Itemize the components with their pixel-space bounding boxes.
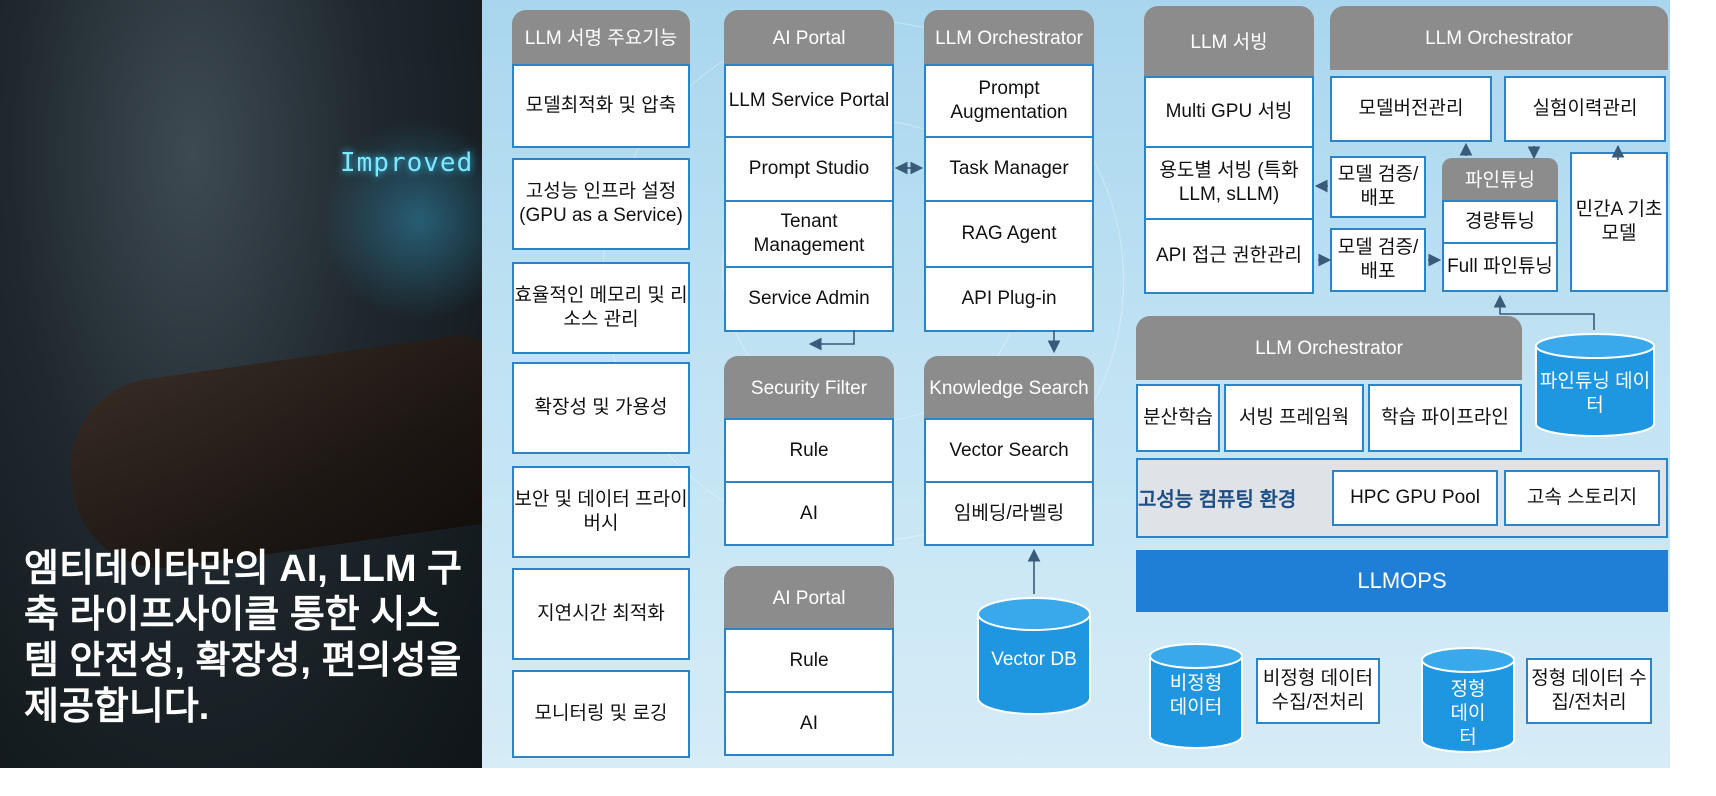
col1-item: 고성능 인프라 설정 (GPU as a Service)	[512, 158, 690, 250]
distributed-training: 분산학습	[1136, 384, 1220, 452]
cylinder-shape	[1535, 333, 1655, 437]
col1-item: 효율적인 메모리 및 리소스 관리	[512, 262, 690, 354]
model-version-mgmt: 모델버전관리	[1330, 76, 1492, 142]
col2-item: LLM Service Portal	[724, 64, 894, 138]
ai-portal2-ai: AI	[724, 691, 894, 756]
connector-arrows	[808, 142, 1625, 594]
cylinder-shape	[1149, 643, 1243, 749]
finetune-data-cylinder: 파인튜닝 데이터	[1534, 332, 1656, 438]
col3-item: RAG Agent	[924, 200, 1094, 268]
headline: 엠티데이타만의 AI, LLM 구축 라이프사이클 통한 시스템 안전성, 확장…	[24, 548, 462, 728]
finetune-data-label: 파인튜닝 데이터	[1539, 371, 1651, 416]
col1-item: 모니터링 및 로깅	[512, 670, 690, 758]
training-pipeline: 학습 파이프라인	[1368, 384, 1522, 452]
hpc-title: 고성능 컴퓨팅 환경	[1138, 488, 1297, 511]
structured-data-cylinder: 정형 데이터	[1420, 646, 1516, 754]
cylinder-shape	[1421, 647, 1515, 753]
col3-header: LLM Orchestrator	[924, 10, 1094, 66]
cylinder-shape	[977, 597, 1091, 715]
finetune-header: 파인튜닝	[1442, 158, 1558, 202]
col1-header: LLM 서명 주요기능	[512, 10, 690, 66]
orchestrator-mid-header: LLM Orchestrator	[1136, 316, 1522, 380]
light-tuning-box: 경량튜닝	[1442, 200, 1558, 244]
hero-photo: Improved accuracy 엠티데이타만의 AI, LLM 구축 라이프…	[0, 0, 482, 768]
photo-code-text: Improved accuracy	[340, 148, 482, 178]
unstructured-data-label: 비정형 데이터	[1169, 673, 1223, 718]
serving-header: LLM 서빙	[1144, 6, 1314, 78]
llmops-bar: LLMOPS	[1136, 550, 1668, 612]
photo-arm-shape	[58, 330, 482, 580]
structured-data-label: 정형 데이터	[1450, 679, 1486, 748]
full-tuning-box: Full 파인튜닝	[1442, 242, 1558, 292]
hpc-gpu-pool: HPC GPU Pool	[1332, 470, 1498, 526]
col2-header: AI Portal	[724, 10, 894, 66]
serving-framework: 서빙 프레임웍	[1224, 384, 1364, 452]
col3-item: Task Manager	[924, 136, 1094, 202]
security-filter-header: Security Filter	[724, 356, 894, 420]
col1-item: 지연시간 최적화	[512, 568, 690, 660]
embedding-labeling-box: 임베딩/라벨링	[924, 481, 1094, 546]
arrow-data-fulltuning	[1493, 294, 1595, 330]
col1-item: 모델최적화 및 압축	[512, 64, 690, 148]
multi-gpu-serving: Multi GPU 서빙	[1144, 76, 1314, 148]
col2-item: Prompt Studio	[724, 136, 894, 202]
col2-item: Service Admin	[724, 266, 894, 332]
unstructured-data-cylinder: 비정형 데이터	[1148, 642, 1244, 750]
api-access-mgmt: API 접근 권한관리	[1144, 218, 1314, 294]
col1-item: 보안 및 데이터 프라이버시	[512, 466, 690, 558]
ai-portal2-header: AI Portal	[724, 566, 894, 630]
photo-glow	[320, 120, 482, 320]
experiment-history-mgmt: 실험이력관리	[1504, 76, 1666, 142]
vector-db-cylinder: Vector DB	[976, 596, 1092, 716]
high-speed-storage: 고속 스토리지	[1504, 470, 1660, 526]
orchestrator-right-header: LLM Orchestrator	[1330, 6, 1668, 70]
vector-db-label: Vector DB	[991, 649, 1077, 670]
structured-processing-box: 정형 데이터 수집/전처리	[1526, 658, 1652, 724]
col1-item: 확장성 및 가용성	[512, 362, 690, 454]
security-filter-ai: AI	[724, 481, 894, 546]
knowledge-search-header: Knowledge Search	[924, 356, 1094, 420]
private-base-model: 민간A 기초모델	[1570, 152, 1668, 292]
model-deploy-box-2: 모델 검증/배포	[1330, 228, 1426, 292]
col3-item: API Plug-in	[924, 266, 1094, 332]
model-deploy-box-1: 모델 검증/배포	[1330, 156, 1426, 218]
arrow-portal-security	[808, 330, 855, 351]
unstructured-processing-box: 비정형 데이터 수집/전처리	[1256, 658, 1380, 724]
